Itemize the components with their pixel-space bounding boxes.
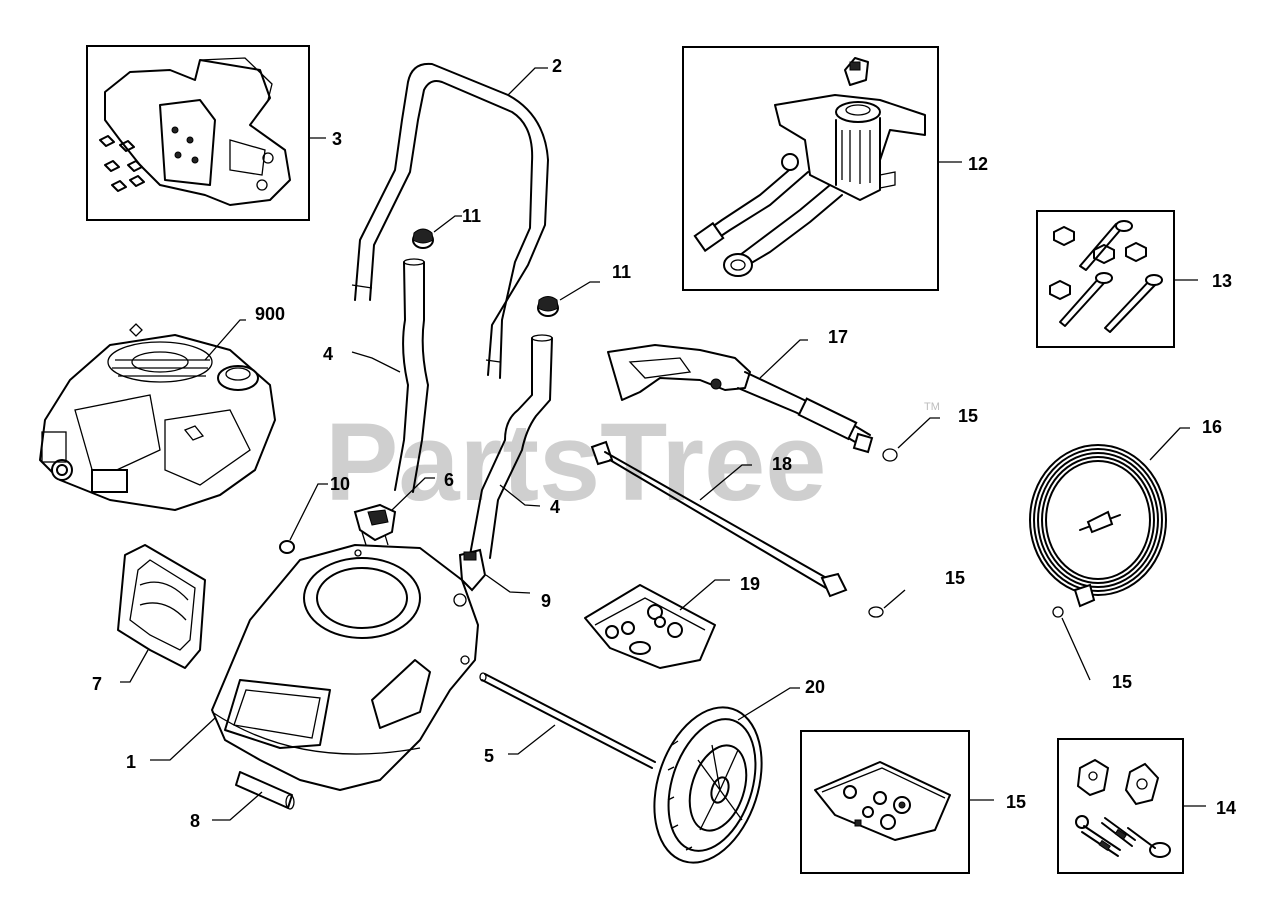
callout-6: 6 (444, 470, 454, 490)
part-12-pump[interactable] (682, 46, 939, 291)
callout-11-left: 11 (462, 206, 481, 226)
part-3-control-panel[interactable] (86, 45, 310, 221)
watermark-text: PartsTree (325, 401, 826, 524)
callout-7: 7 (92, 674, 102, 694)
callout-13: 13 (1212, 271, 1232, 291)
callout-18: 18 (772, 454, 792, 474)
callout-4-right: 4 (550, 497, 560, 517)
part-15-o-ring-hose[interactable] (1052, 606, 1064, 618)
part-7-shroud[interactable] (117, 544, 206, 669)
part-13-hardware-kit[interactable] (1036, 210, 1175, 348)
part-16-hose[interactable] (1029, 444, 1167, 608)
callout-12: 12 (968, 154, 988, 174)
part-2-handle[interactable] (351, 62, 549, 379)
part-11-cap-right[interactable] (537, 296, 559, 317)
part-5-axle[interactable] (479, 672, 656, 769)
callout-4-left: 4 (323, 344, 333, 364)
callout-8: 8 (190, 811, 200, 831)
part-10-plug[interactable] (279, 540, 295, 554)
part-15-o-ring-wand[interactable] (868, 606, 884, 618)
part-11-cap-left[interactable] (412, 228, 434, 249)
part-6-bracket[interactable] (353, 503, 397, 546)
callout-20: 20 (805, 677, 825, 697)
callout-5: 5 (484, 746, 494, 766)
callout-19: 19 (740, 574, 760, 594)
callout-9: 9 (541, 591, 551, 611)
callout-16: 16 (1202, 417, 1222, 437)
callout-15-kit: 15 (1006, 792, 1026, 812)
callout-17: 17 (828, 327, 848, 347)
callout-900: 900 (255, 304, 285, 324)
part-8-grip[interactable] (235, 771, 295, 810)
part-4-tube-right[interactable] (469, 334, 553, 559)
callout-11-right: 11 (612, 262, 631, 282)
part-900-engine[interactable] (39, 323, 276, 511)
watermark-trademark: TM (924, 401, 940, 413)
callout-2: 2 (552, 56, 562, 76)
part-4-tube-left[interactable] (394, 258, 429, 493)
callout-14: 14 (1216, 798, 1236, 818)
part-20-wheel[interactable] (636, 693, 781, 876)
part-15-o-ring-gun[interactable] (882, 448, 898, 462)
part-14-knob-kit[interactable] (1057, 738, 1184, 874)
part-15-nozzle-kit[interactable] (800, 730, 970, 874)
callout-15-hose: 15 (1112, 672, 1132, 692)
callout-10: 10 (330, 474, 350, 494)
callout-15-gun: 15 (958, 406, 978, 426)
callout-15-wand: 15 (945, 568, 965, 588)
part-9-bracket[interactable] (458, 548, 487, 592)
part-19-nozzle-holder[interactable] (584, 584, 716, 669)
callout-3: 3 (332, 129, 342, 149)
part-17-spray-gun[interactable] (607, 344, 874, 454)
callout-1: 1 (126, 752, 136, 772)
part-1-frame[interactable] (211, 544, 479, 791)
part-18-wand[interactable] (590, 440, 848, 598)
